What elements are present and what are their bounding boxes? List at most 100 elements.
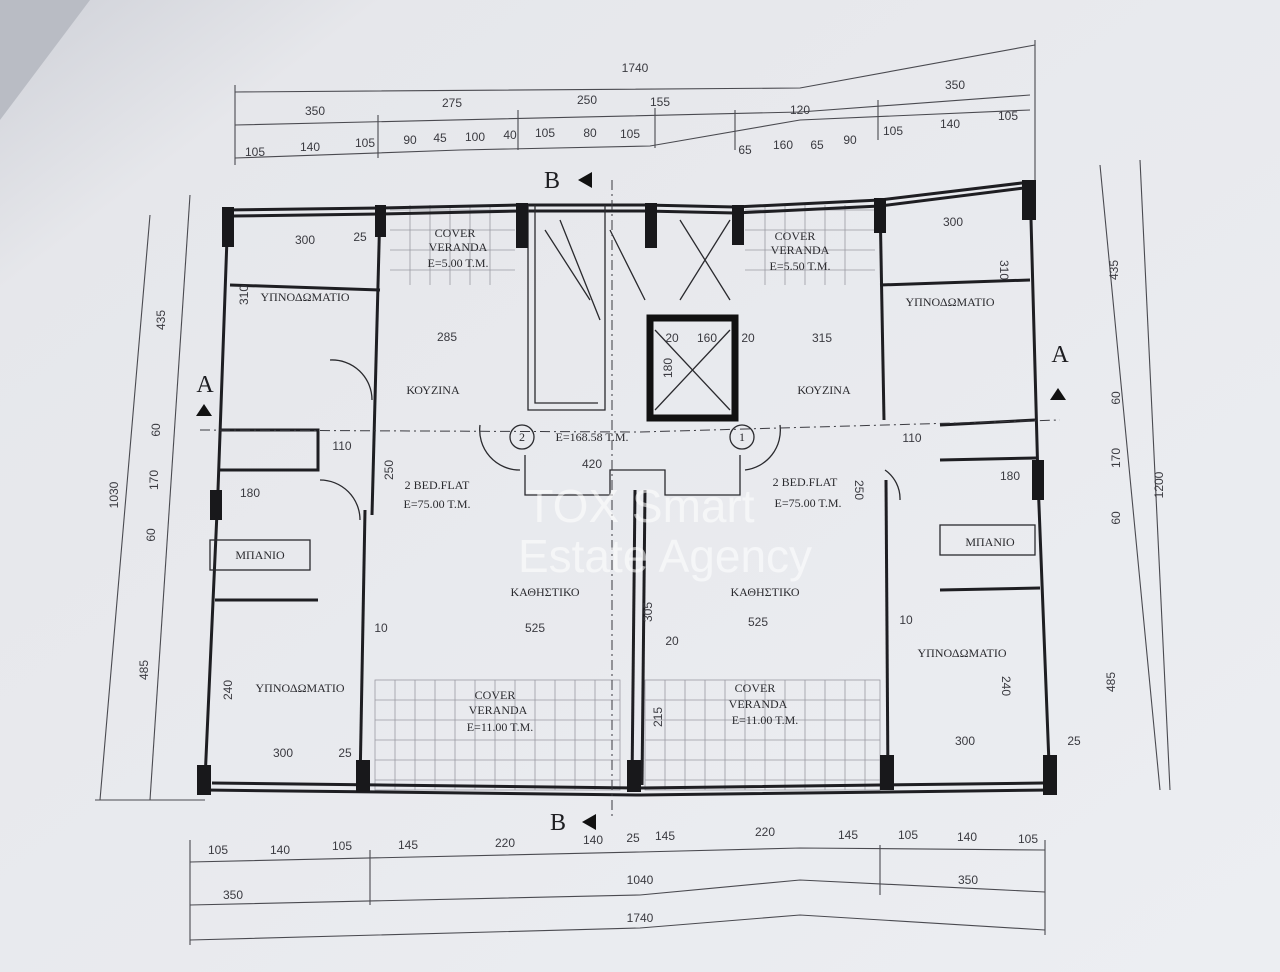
dim-label: 310: [237, 285, 251, 305]
columns: [197, 180, 1057, 795]
flat-type: 2 BED.FLAT: [773, 475, 838, 489]
dim-label: 300: [943, 215, 963, 229]
veranda-area: E=11.00 T.M.: [732, 713, 799, 727]
dim-label: 285: [437, 330, 457, 344]
section-mark-a-right: A: [1051, 342, 1069, 368]
arrow-icon: [578, 172, 592, 188]
dim-label: 485: [137, 660, 151, 680]
room-living-left: ΚΑΘΗΣΤΙΚΟ: [511, 585, 580, 599]
core-area: E=168.58 T.M.: [556, 430, 629, 444]
dim-label: 300: [295, 233, 315, 247]
arrow-icon: [582, 814, 596, 830]
dim-label: 140: [300, 140, 320, 154]
veranda-hatching: [374, 205, 881, 791]
veranda-label: VERANDA: [429, 240, 488, 254]
inner-dimension-labels: 300 25 310 300 310 285 315 110 110 180 1…: [221, 215, 1081, 760]
dim-label: 215: [651, 707, 665, 727]
dim-label: 275: [442, 96, 462, 110]
dim-label: 105: [883, 124, 903, 138]
section-axes: [199, 180, 1061, 820]
dim-label: 1740: [622, 61, 649, 75]
dim-label: 65: [810, 138, 824, 152]
dim-label: 60: [144, 528, 158, 542]
veranda-label: COVER: [475, 688, 516, 702]
dim-label: 110: [902, 431, 921, 445]
dim-label: 140: [270, 843, 290, 857]
dim-label: 240: [221, 680, 235, 700]
dim-label: 350: [305, 104, 325, 118]
dim-label: 305: [641, 602, 655, 622]
dim-label: 105: [998, 109, 1018, 123]
dim-label: 1200: [1152, 471, 1166, 498]
dim-label: 25: [626, 831, 640, 845]
veranda-label: VERANDA: [729, 697, 788, 711]
dim-label: 350: [223, 888, 243, 902]
dim-label: 20: [665, 634, 679, 648]
dim-label: 105: [898, 828, 918, 842]
side-dimension-labels: 1030 435 60 170 60 485 1200 435 60 170 6…: [107, 260, 1166, 692]
room-living-right: ΚΑΘΗΣΤΙΚΟ: [731, 585, 800, 599]
room-bath-left: ΜΠΑΝΙΟ: [235, 548, 285, 562]
dim-label: 105: [355, 136, 375, 150]
veranda-label: VERANDA: [469, 703, 528, 717]
dim-label: 145: [655, 829, 675, 843]
dim-label: 310: [997, 260, 1011, 280]
dim-label: 170: [147, 470, 161, 490]
dim-label: 40: [503, 128, 517, 142]
dim-label: 105: [1018, 832, 1038, 846]
bottom-dimension-labels: 105 140 105 145 220 140 25 145 220 145 1…: [208, 825, 1038, 925]
dim-label: 180: [1000, 469, 1020, 483]
top-dimension-labels: 1740 350 275 250 155 120 350 105 140 105…: [245, 61, 1018, 159]
section-mark-b-bottom: B: [550, 810, 566, 836]
dim-label: 300: [955, 734, 975, 748]
section-mark-b-top: B: [544, 168, 560, 194]
room-bedroom-bottom-right: ΥΠΝΟΔΩΜΑΤΙΟ: [917, 646, 1006, 660]
veranda-label: COVER: [775, 229, 816, 243]
top-dimension-lines: [234, 40, 1036, 185]
dim-label: 315: [812, 331, 832, 345]
dim-label: 140: [957, 830, 977, 844]
dim-label: 10: [899, 613, 913, 627]
dim-label: 20: [665, 331, 679, 345]
dim-label: 20: [741, 331, 755, 345]
dim-label: 160: [697, 331, 717, 345]
dim-label: 140: [583, 833, 603, 847]
flat-number: 2: [519, 430, 525, 444]
dim-label: 120: [790, 103, 810, 117]
room-bedroom-bottom-left: ΥΠΝΟΔΩΜΑΤΙΟ: [255, 681, 344, 695]
dim-label: 25: [353, 230, 367, 244]
dim-label: 180: [240, 486, 260, 500]
dim-label: 160: [773, 138, 793, 152]
dim-label: 1030: [107, 481, 121, 508]
dim-label: 100: [465, 130, 485, 144]
dim-label: 1040: [627, 873, 654, 887]
room-bath-right: ΜΠΑΝΙΟ: [965, 535, 1015, 549]
dim-label: 435: [154, 310, 168, 330]
watermark-line1: TOX Smart: [525, 480, 754, 532]
dim-label: 60: [1109, 511, 1123, 525]
flat-area: E=75.00 T.M.: [775, 496, 842, 510]
section-mark-a-left: A: [196, 372, 214, 398]
dim-label: 350: [958, 873, 978, 887]
room-bedroom-top-left: ΥΠΝΟΔΩΜΑΤΙΟ: [260, 290, 349, 304]
dim-label: 420: [582, 457, 602, 471]
dim-label: 105: [245, 145, 265, 159]
side-dimension-lines: [95, 159, 1171, 801]
dim-label: 145: [398, 838, 418, 852]
watermark-line2: Estate Agency: [518, 530, 812, 582]
room-bedroom-top-right: ΥΠΝΟΔΩΜΑΤΙΟ: [905, 295, 994, 309]
dim-label: 435: [1107, 260, 1121, 280]
dim-label: 485: [1104, 672, 1118, 692]
dim-label: 105: [332, 839, 352, 853]
room-labels: ΥΠΝΟΔΩΜΑΤΙΟ ΥΠΝΟΔΩΜΑΤΙΟ ΥΠΝΟΔΩΜΑΤΙΟ ΥΠΝΟ…: [235, 290, 1015, 695]
dim-label: 90: [843, 133, 857, 147]
dim-label: 145: [838, 828, 858, 842]
veranda-label: COVER: [435, 226, 476, 240]
dim-label: 170: [1109, 448, 1123, 468]
dim-label: 220: [495, 836, 515, 850]
arrow-icon: [196, 404, 212, 416]
room-kitchen-left: ΚΟΥΖΙΝΑ: [406, 383, 460, 397]
veranda-area: E=5.00 T.M.: [428, 256, 489, 270]
